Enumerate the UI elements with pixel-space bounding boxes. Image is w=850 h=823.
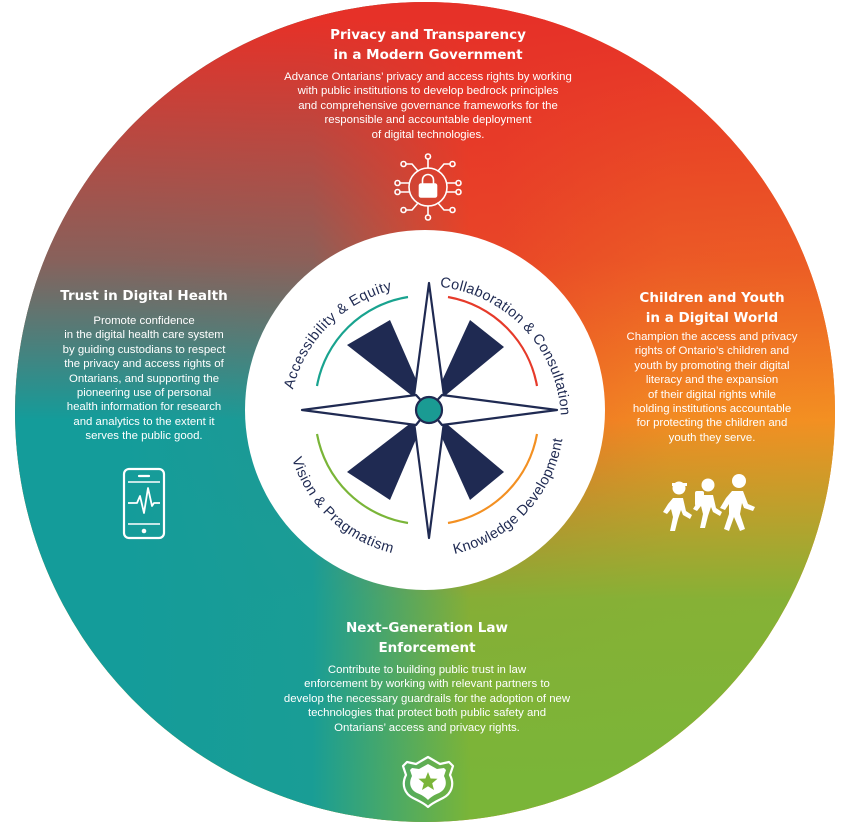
children-walking-icon xyxy=(663,474,755,531)
police-badge-icon xyxy=(401,755,455,809)
section-title: Next–Generation Law Enforcement xyxy=(346,620,508,656)
section-title: Privacy and Transparency in a Modern Gov… xyxy=(330,27,526,63)
compass-star-icon xyxy=(300,281,559,540)
section-title: Children and Youth in a Digital World xyxy=(639,290,785,326)
phone-heartbeat-icon xyxy=(122,467,166,540)
lock-circuit-icon xyxy=(394,153,462,221)
section-description: Contribute to building public trust in l… xyxy=(283,664,571,734)
section-law-enforcement: Next–Generation Law Enforcement Contribu… xyxy=(252,618,602,735)
section-description: Promote confidence in the digital health… xyxy=(62,315,226,443)
value-arc-vision xyxy=(315,433,409,525)
section-description: Champion the access and privacy rights o… xyxy=(626,331,798,444)
section-description: Advance Ontarians’ privacy and access ri… xyxy=(284,71,572,141)
value-arc-collaboration xyxy=(447,295,539,387)
section-digital-health: Trust in Digital Health Promote confiden… xyxy=(44,286,244,444)
value-arc-accessibility xyxy=(315,295,409,387)
value-arc-knowledge xyxy=(447,433,539,525)
section-privacy-transparency: Privacy and Transparency in a Modern Gov… xyxy=(245,25,611,142)
section-children-youth: Children and Youth in a Digital World Ch… xyxy=(614,288,810,445)
section-title: Trust in Digital Health xyxy=(60,288,228,304)
